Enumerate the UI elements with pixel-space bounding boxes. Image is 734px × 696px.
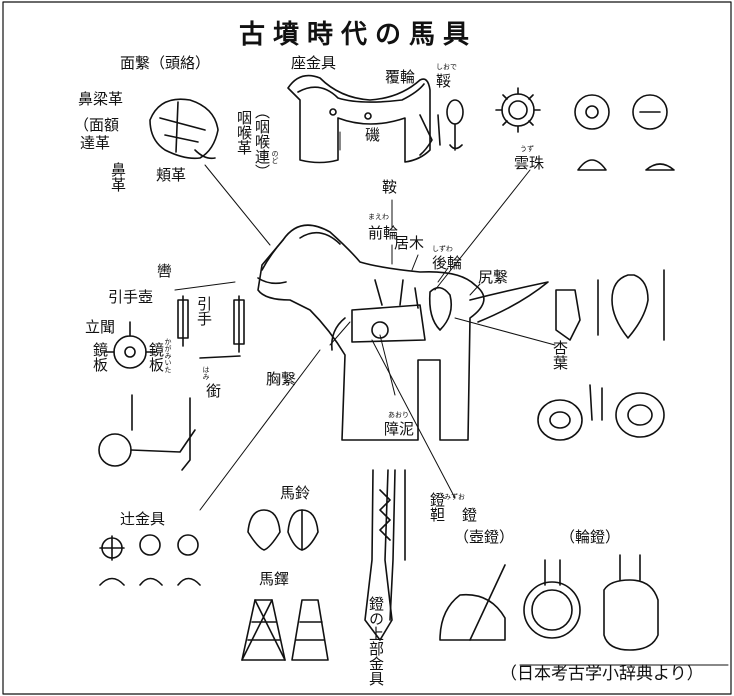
gyouyou-illustrations <box>537 269 665 441</box>
saddle-flap <box>351 304 426 343</box>
ruby-hami: はみ <box>202 366 210 380</box>
ruby-aori: あおり <box>388 411 409 419</box>
source-citation: （日本考古学小辞典より） <box>500 664 704 684</box>
label-hanakawa: 鼻革 <box>109 162 127 192</box>
label-bikyoukawa: 鼻梁革 <box>78 90 124 108</box>
label-tachigiki: 立聞 <box>85 318 116 336</box>
bataku-illustrations <box>241 599 329 661</box>
omogai-illustration <box>149 98 219 160</box>
horse-tail <box>469 281 549 323</box>
tsujikanagu-illustrations <box>99 534 201 586</box>
ruby-kagamiita: かがみいた <box>164 338 172 373</box>
label-maewa: 前輪 <box>368 224 399 242</box>
label-hohokawa: 頬革 <box>156 166 187 184</box>
label-hikite: 引手 <box>195 296 213 326</box>
saddle-illustration <box>287 74 464 164</box>
ruby-inkou: のど <box>271 150 279 164</box>
label-bataku: 馬鐸 <box>259 570 290 588</box>
label-shizuwa: 後輪 <box>432 254 463 272</box>
label-unju: 雲珠 <box>514 154 545 172</box>
label-inkourenkawa-a: 咽喉革 <box>235 110 253 155</box>
label-aori: 障泥 <box>384 420 415 438</box>
label-kagamiita-a: 鏡板 <box>91 342 109 372</box>
label-wa-abumi: （輪鐙） <box>560 528 621 546</box>
label-tsuboabumi: （壺鐙） <box>454 528 515 546</box>
label-abumi: 鐙 <box>462 506 478 524</box>
label-kutsuwa: 轡 <box>157 262 173 280</box>
label-mizuo: 鐙靼 <box>428 492 446 522</box>
page-title: 古墳時代の馬具 <box>239 20 478 50</box>
label-inkourenkawa-b: （咽喉連） <box>253 104 271 179</box>
label-gyouyou: 杏葉 <box>551 340 569 370</box>
gyouyou-on-horse <box>428 286 453 331</box>
ruby-maewa: まえわ <box>368 213 389 221</box>
label-munagai: 胸繋 <box>266 370 297 388</box>
bakei-illustrations <box>247 509 319 551</box>
unju-illustrations <box>495 87 675 171</box>
label-tsujikanagu: 辻金具 <box>120 510 166 528</box>
label-igi: 居木 <box>394 234 425 252</box>
label-abumi-jouhu: 鐙の上部金具 <box>367 596 385 686</box>
label-kura: 鞍 <box>382 178 398 196</box>
ruby-shiode: しおで <box>436 63 457 71</box>
label-zakanagu: 座金具 <box>291 54 337 72</box>
label-menkakukawa-a: （面額 <box>74 116 120 134</box>
label-shiode: 鞖 <box>436 72 452 90</box>
label-hami: 銜 <box>206 382 222 400</box>
ruby-unju: うず <box>520 145 534 153</box>
ruby-shizuwa: しずわ <box>432 245 453 253</box>
label-bakei: 馬鈴 <box>280 484 311 502</box>
label-fukurin: 覆輪 <box>385 68 416 86</box>
label-iso: 磯 <box>365 126 381 144</box>
label-omogai: 面繋（頭絡） <box>120 54 211 72</box>
label-menkakukawa-b: 達革 <box>80 134 111 152</box>
kutsuwa-illustrations <box>98 295 245 471</box>
horse-figure <box>257 224 549 441</box>
abumi-illustrations <box>364 469 659 651</box>
label-hikitetsubo: 引手壺 <box>108 288 154 306</box>
tsubo-abumi <box>439 593 506 641</box>
label-kagamiita-b: 鏡板 <box>147 342 165 372</box>
leader-lines <box>174 131 729 666</box>
label-shirigai: 尻繋 <box>478 268 509 286</box>
ruby-mizuo: みずお <box>444 493 465 501</box>
